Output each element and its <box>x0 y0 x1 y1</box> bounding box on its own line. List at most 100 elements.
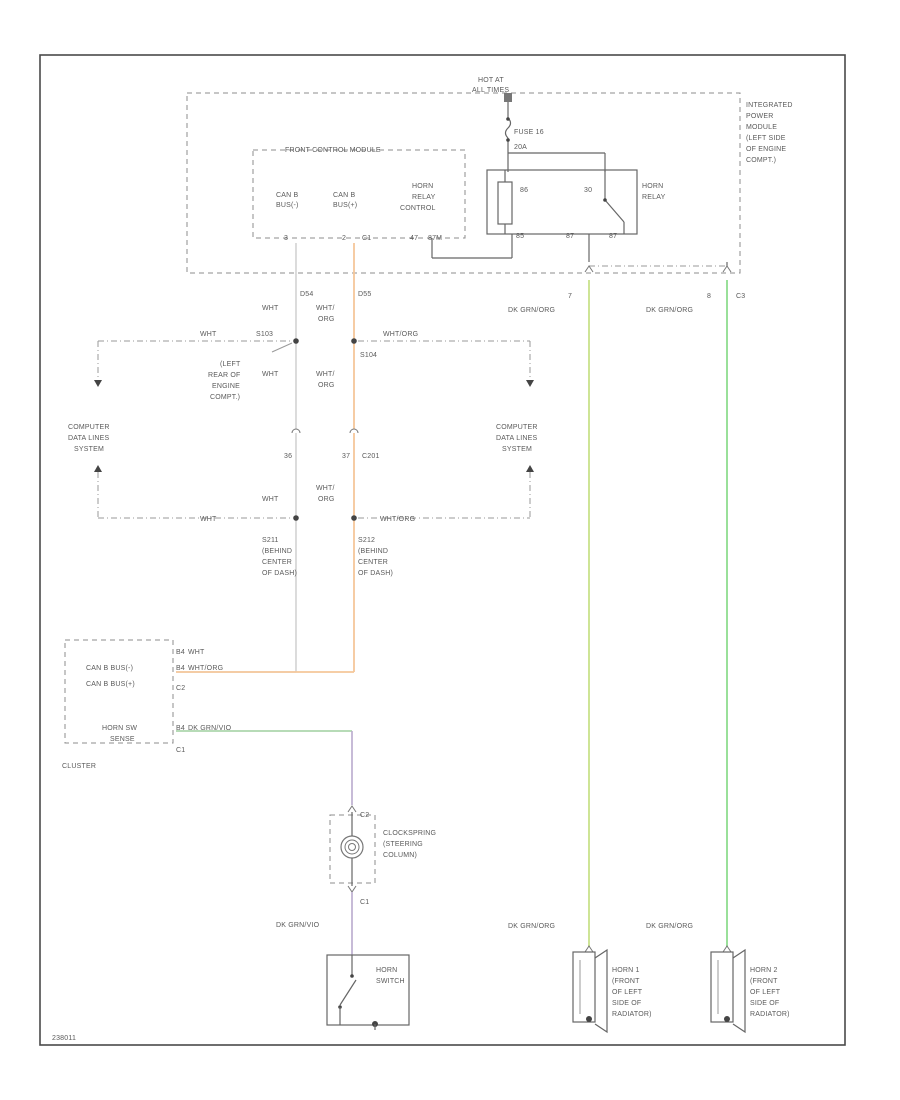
svg-text:D55: D55 <box>358 291 371 298</box>
svg-text:RELAY: RELAY <box>412 194 436 201</box>
svg-text:S212: S212 <box>358 537 375 544</box>
svg-text:DATA LINES: DATA LINES <box>68 435 110 442</box>
svg-text:COMPUTER: COMPUTER <box>68 424 110 431</box>
svg-text:C1: C1 <box>362 235 371 242</box>
can-bus-plus-wire <box>176 243 355 673</box>
svg-text:7: 7 <box>568 293 572 300</box>
cluster-label: CLUSTER <box>62 763 96 770</box>
horn-2 <box>710 945 746 1034</box>
svg-text:SIDE OF: SIDE OF <box>750 1000 779 1007</box>
svg-text:RADIATOR): RADIATOR) <box>612 1011 652 1018</box>
svg-text:BUS(-): BUS(-) <box>276 202 299 209</box>
horn-switch <box>326 954 410 1030</box>
splice-s103 <box>293 338 299 344</box>
svg-text:S103: S103 <box>256 331 273 338</box>
horn-relay: 86 30 85 87 <box>486 169 638 240</box>
s103-location: (LEFT REAR OF ENGINE COMPT.) <box>208 361 241 401</box>
svg-text:WHT/ORG: WHT/ORG <box>188 665 223 672</box>
svg-text:HORN 1: HORN 1 <box>612 967 640 974</box>
svg-text:8: 8 <box>707 293 711 300</box>
svg-text:INTEGRATED: INTEGRATED <box>746 102 793 109</box>
svg-text:85: 85 <box>516 233 524 240</box>
splice-s211 <box>293 515 299 521</box>
svg-text:WHT/ORG: WHT/ORG <box>380 516 415 523</box>
svg-text:SIDE OF: SIDE OF <box>612 1000 641 1007</box>
svg-text:HORN SW: HORN SW <box>102 725 137 732</box>
fcm-pin-labels: CAN B BUS(-) CAN B BUS(+) HORN RELAY CON… <box>276 183 442 242</box>
svg-text:C1: C1 <box>360 899 369 906</box>
svg-text:WHT: WHT <box>262 496 279 503</box>
svg-text:47: 47 <box>410 235 418 242</box>
cluster-boundary <box>64 639 174 744</box>
svg-text:ORG: ORG <box>318 496 335 503</box>
svg-text:C2: C2 <box>176 685 185 692</box>
connector-c201 <box>291 428 359 434</box>
svg-text:DK GRN/VIO: DK GRN/VIO <box>276 922 320 929</box>
svg-text:(LEFT SIDE: (LEFT SIDE <box>746 135 786 142</box>
svg-text:WHT: WHT <box>262 371 279 378</box>
svg-text:(FRONT: (FRONT <box>750 978 778 985</box>
svg-text:(BEHIND: (BEHIND <box>358 548 388 555</box>
svg-text:SENSE: SENSE <box>110 736 135 743</box>
svg-text:WHT/: WHT/ <box>316 371 335 378</box>
svg-text:30: 30 <box>584 187 592 194</box>
ipm-connector-pins <box>584 265 732 273</box>
horn-switch-sense-wire <box>176 730 353 805</box>
svg-text:CENTER: CENTER <box>358 559 388 566</box>
horn-1 <box>572 945 608 1034</box>
svg-text:OF LEFT: OF LEFT <box>750 989 781 996</box>
svg-text:C201: C201 <box>362 453 380 460</box>
fcm-boundary <box>252 149 466 239</box>
svg-text:COLUMN): COLUMN) <box>383 852 417 859</box>
horn-relay-label: HORN RELAY <box>642 183 666 201</box>
s212-label: S212 (BEHIND CENTER OF DASH) <box>358 537 393 577</box>
svg-text:B4: B4 <box>176 665 185 672</box>
svg-text:87: 87 <box>609 233 617 240</box>
svg-text:OF DASH): OF DASH) <box>262 570 297 577</box>
svg-text:3: 3 <box>284 235 288 242</box>
cluster-pin-labels: CAN B BUS(-) CAN B BUS(+) HORN SW SENSE … <box>86 649 231 754</box>
svg-text:DK GRN/ORG: DK GRN/ORG <box>508 923 555 930</box>
svg-text:HORN 2: HORN 2 <box>750 967 778 974</box>
hot-at-all-times-label: HOT AT ALL TIMES <box>472 77 509 94</box>
svg-text:36: 36 <box>284 453 292 460</box>
horn-2-label: HORN 2 (FRONT OF LEFT SIDE OF RADIATOR) <box>750 967 789 1018</box>
fuse-16: FUSE 16 20A <box>504 93 544 172</box>
splice-s104 <box>351 338 357 344</box>
svg-text:RELAY: RELAY <box>642 194 666 201</box>
svg-text:ENGINE: ENGINE <box>212 383 240 390</box>
svg-text:(LEFT: (LEFT <box>220 361 241 368</box>
figure-id: 238011 <box>52 1035 76 1042</box>
svg-text:87M: 87M <box>428 235 442 242</box>
svg-text:BUS(+): BUS(+) <box>333 202 357 209</box>
svg-text:SWITCH: SWITCH <box>376 978 405 985</box>
fcm-title: FRONT CONTROL MODULE <box>285 147 381 154</box>
svg-text:D54: D54 <box>300 291 313 298</box>
svg-text:DK GRN/ORG: DK GRN/ORG <box>646 923 693 930</box>
svg-text:CAN B BUS(-): CAN B BUS(-) <box>86 665 133 672</box>
svg-text:C3: C3 <box>736 293 745 300</box>
svg-text:SYSTEM: SYSTEM <box>502 446 532 453</box>
svg-text:OF LEFT: OF LEFT <box>612 989 643 996</box>
svg-text:ORG: ORG <box>318 316 335 323</box>
svg-text:CAN B: CAN B <box>276 192 299 199</box>
svg-text:WHT: WHT <box>188 649 205 656</box>
svg-text:OF DASH): OF DASH) <box>358 570 393 577</box>
svg-text:HOT AT: HOT AT <box>478 77 504 84</box>
svg-text:CLOCKSPRING: CLOCKSPRING <box>383 830 436 837</box>
svg-text:WHT: WHT <box>262 305 279 312</box>
svg-text:WHT/: WHT/ <box>316 305 335 312</box>
svg-text:CAN B: CAN B <box>333 192 356 199</box>
svg-text:CONTROL: CONTROL <box>400 205 436 212</box>
svg-text:HORN: HORN <box>642 183 663 190</box>
svg-text:COMPUTER: COMPUTER <box>496 424 538 431</box>
svg-text:CAN B BUS(+): CAN B BUS(+) <box>86 681 135 688</box>
svg-text:87: 87 <box>566 233 574 240</box>
svg-text:ORG: ORG <box>318 382 335 389</box>
svg-text:ALL TIMES: ALL TIMES <box>472 87 509 94</box>
svg-text:B4: B4 <box>176 649 185 656</box>
svg-text:CENTER: CENTER <box>262 559 292 566</box>
svg-text:FUSE 16: FUSE 16 <box>514 129 544 136</box>
svg-text:DATA LINES: DATA LINES <box>496 435 538 442</box>
